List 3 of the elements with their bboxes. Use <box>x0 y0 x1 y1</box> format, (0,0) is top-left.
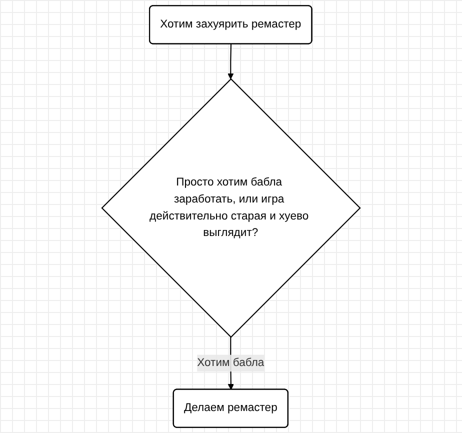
arrow <box>228 44 234 80</box>
node-diamond: Просто хотим бабла заработать, или игра действительно старая и хуево выглядит? <box>101 78 361 338</box>
edge-label: Хотим бабла <box>197 356 264 369</box>
